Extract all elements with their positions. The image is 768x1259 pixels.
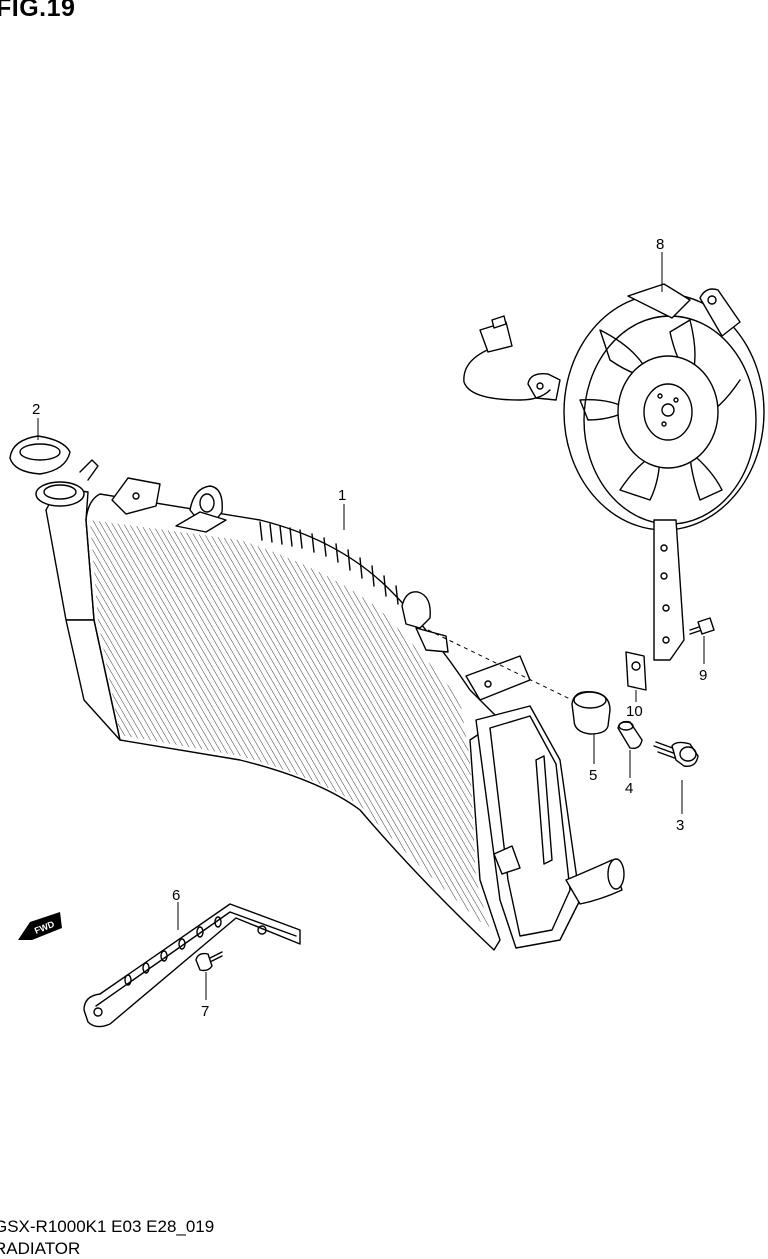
callout-2: 2: [32, 401, 40, 418]
callout-3: 3: [676, 817, 684, 834]
callout-4: 4: [625, 780, 633, 797]
radiator-bracket: [83, 903, 301, 1028]
callout-7: 7: [201, 1003, 209, 1020]
leader-5-dash: [427, 629, 573, 701]
bracket-bolt: [195, 951, 223, 972]
forward-direction-arrow: FWD: [18, 912, 62, 940]
nut: [625, 651, 647, 691]
model-code-caption: GSX-R1000K1 E03 E28_019: [0, 1217, 215, 1236]
section-name-caption: RADIATOR: [0, 1239, 81, 1258]
callout-numbers: 1 2 3 4 5 6 7 8 9 10: [32, 236, 707, 1020]
collar: [617, 720, 643, 750]
bolt: [653, 741, 699, 767]
callout-9: 9: [699, 667, 707, 684]
radiator: [35, 459, 625, 951]
figure-title: FIG.19: [0, 0, 76, 22]
callout-10: 10: [626, 703, 643, 720]
radiator-cap: [9, 435, 71, 475]
leader-lines: [37, 252, 705, 1000]
fan-bolt: [689, 617, 715, 635]
cooling-fan: [463, 283, 765, 661]
callout-5: 5: [589, 767, 597, 784]
cushion: [571, 691, 611, 735]
callout-8: 8: [656, 236, 664, 253]
callout-6: 6: [172, 887, 180, 904]
callout-1: 1: [338, 487, 346, 504]
